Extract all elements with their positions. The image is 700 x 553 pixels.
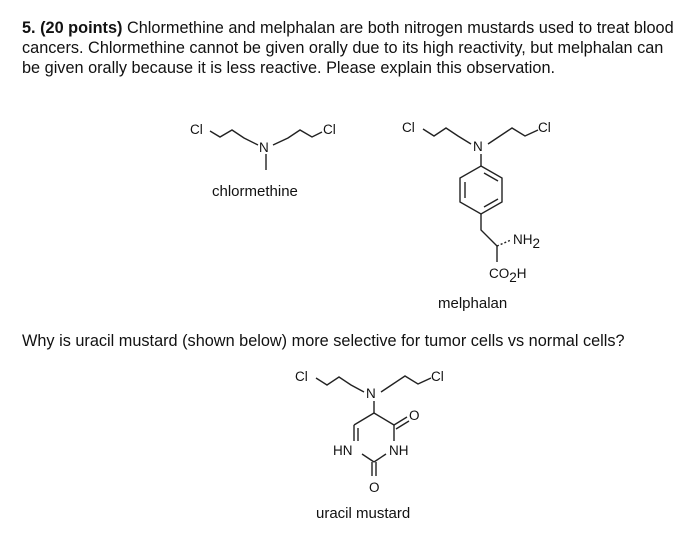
- melphalan-cl-right: Cl: [538, 120, 551, 135]
- melphalan-structure: Cl N Cl NH2 CO2H: [402, 120, 551, 285]
- chlormethine-structure: Cl N Cl: [190, 122, 336, 170]
- uracil-hn: HN: [333, 443, 353, 458]
- chlormethine-cl-right: Cl: [323, 122, 336, 137]
- melphalan-acid: CO2H: [489, 266, 527, 285]
- question-5-text: 5. (20 points) Chlormethine and melphala…: [22, 18, 682, 78]
- question-body: Chlormethine and melphalan are both nitr…: [22, 19, 674, 77]
- uracil-cl-right: Cl: [431, 369, 444, 384]
- melphalan-n: N: [473, 139, 483, 154]
- chlormethine-n: N: [259, 140, 269, 155]
- question-uracil-text: Why is uracil mustard (shown below) more…: [22, 332, 625, 350]
- uracil-o-top: O: [409, 408, 420, 423]
- uracil-nh: NH: [389, 443, 409, 458]
- uracil-cl-left: Cl: [295, 369, 308, 384]
- chlormethine-label: chlormethine: [212, 183, 298, 200]
- question-number: 5.: [22, 19, 36, 37]
- melphalan-amine: NH2: [513, 232, 540, 251]
- uracil-mustard-label: uracil mustard: [316, 505, 411, 522]
- uracil-o-bottom: O: [369, 480, 380, 495]
- uracil-mustard-structure: Cl N Cl O O HN NH: [295, 369, 444, 495]
- melphalan-cl-left: Cl: [402, 120, 415, 135]
- question-points: (20 points): [40, 19, 123, 37]
- chlormethine-cl-left: Cl: [190, 122, 203, 137]
- uracil-n: N: [366, 386, 376, 401]
- melphalan-label: melphalan: [438, 295, 508, 312]
